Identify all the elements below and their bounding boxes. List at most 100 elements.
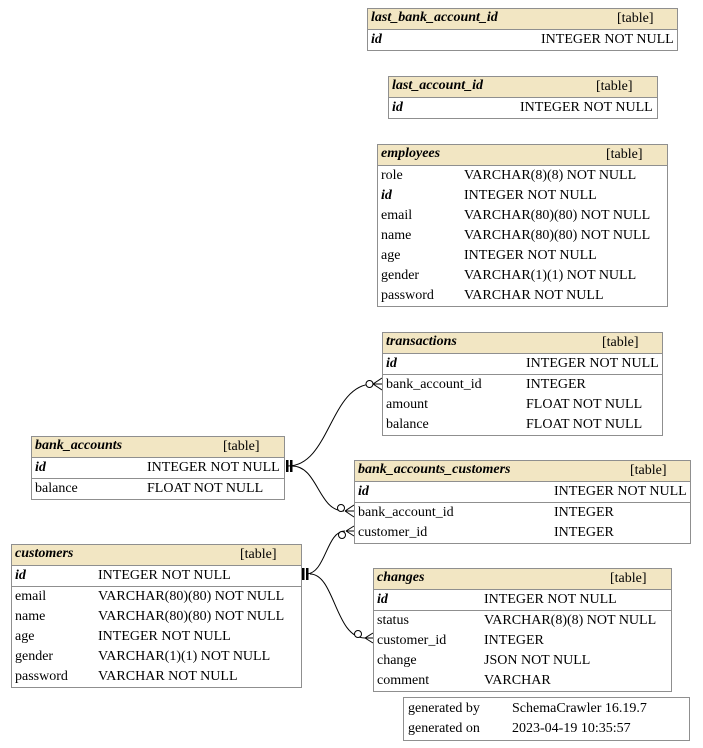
table-tag: [table] [223, 439, 260, 454]
column-type: INTEGER NOT NULL [541, 32, 674, 47]
column-type: FLOAT NOT NULL [147, 481, 264, 496]
column-row: change JSON NOT NULL [374, 651, 671, 671]
column-type: VARCHAR NOT NULL [98, 669, 238, 684]
column-type: VARCHAR(1)(1) NOT NULL [98, 649, 271, 664]
column-type: INTEGER NOT NULL [147, 460, 280, 475]
table-last-bank-account-id[interactable]: last_bank_account_id [table] id INTEGER … [367, 8, 678, 51]
column-name: balance [35, 481, 78, 496]
column-row: id INTEGER NOT NULL [374, 590, 671, 611]
column-row: balance FLOAT NOT NULL [383, 415, 662, 435]
table-name: customers [15, 546, 74, 561]
column-type: INTEGER NOT NULL [464, 248, 597, 263]
column-row: id INTEGER NOT NULL [389, 98, 657, 118]
column-name: change [377, 653, 417, 668]
column-name: name [381, 228, 412, 243]
table-tag: [table] [240, 547, 277, 562]
column-name: bank_account_id [386, 377, 482, 392]
column-name: password [15, 669, 68, 684]
column-row: bank_account_id INTEGER [383, 375, 662, 395]
column-type: VARCHAR(8)(8) NOT NULL [464, 168, 637, 183]
column-type: INTEGER NOT NULL [98, 629, 231, 644]
column-type: INTEGER NOT NULL [554, 484, 687, 499]
table-last-account-id[interactable]: last_account_id [table] id INTEGER NOT N… [388, 76, 658, 119]
column-name: age [15, 629, 35, 644]
table-name: transactions [386, 334, 457, 349]
column-type: FLOAT NOT NULL [526, 417, 643, 432]
column-name: age [381, 248, 401, 263]
generated-on-label: generated on [408, 721, 480, 736]
column-row: id INTEGER NOT NULL [378, 186, 667, 206]
column-row: name VARCHAR(80)(80) NOT NULL [12, 607, 301, 627]
table-header: last_bank_account_id [table] [368, 9, 677, 30]
table-header: last_account_id [table] [389, 77, 657, 98]
column-row: age INTEGER NOT NULL [378, 246, 667, 266]
table-changes[interactable]: changes [table] id INTEGER NOT NULL stat… [373, 568, 672, 692]
column-name: id [392, 100, 403, 115]
relationship-customers-bac [302, 525, 355, 580]
relationship-customers-changes [309, 573, 374, 644]
column-name: password [381, 288, 434, 303]
column-row: gender VARCHAR(1)(1) NOT NULL [12, 647, 301, 667]
column-name: email [381, 208, 413, 223]
table-tag: [table] [606, 147, 643, 162]
column-row: age INTEGER NOT NULL [12, 627, 301, 647]
column-type: INTEGER NOT NULL [526, 356, 659, 371]
table-header: bank_accounts_customers [table] [355, 461, 690, 482]
column-row: customer_id INTEGER [355, 523, 690, 543]
column-row: status VARCHAR(8)(8) NOT NULL [374, 611, 671, 631]
column-name: amount [386, 397, 428, 412]
column-row: customer_id INTEGER [374, 631, 671, 651]
column-row: id INTEGER NOT NULL [32, 458, 284, 479]
column-name: customer_id [377, 633, 447, 648]
column-name: id [35, 460, 46, 475]
column-type: VARCHAR(80)(80) NOT NULL [464, 228, 651, 243]
table-bank-accounts[interactable]: bank_accounts [table] id INTEGER NOT NUL… [31, 436, 285, 500]
generator-info: generated by SchemaCrawler 16.19.7 gener… [403, 697, 690, 741]
table-employees[interactable]: employees [table] role VARCHAR(8)(8) NOT… [377, 144, 668, 307]
column-row: gender VARCHAR(1)(1) NOT NULL [378, 266, 667, 286]
table-name: changes [377, 570, 425, 585]
column-name: customer_id [358, 525, 428, 540]
column-name: gender [15, 649, 54, 664]
column-name: bank_account_id [358, 505, 454, 520]
column-type: VARCHAR NOT NULL [464, 288, 604, 303]
column-row: balance FLOAT NOT NULL [32, 479, 284, 499]
relationship-bank-accounts-bac [291, 465, 355, 518]
column-name: email [15, 589, 47, 604]
column-row: id INTEGER NOT NULL [355, 482, 690, 503]
column-row: id INTEGER NOT NULL [383, 354, 662, 375]
relationship-bank-accounts-transactions [286, 377, 383, 472]
column-row: password VARCHAR NOT NULL [378, 286, 667, 306]
column-type: JSON NOT NULL [484, 653, 591, 668]
column-row: email VARCHAR(80)(80) NOT NULL [378, 206, 667, 226]
column-row: amount FLOAT NOT NULL [383, 395, 662, 415]
table-bank-accounts-customers[interactable]: bank_accounts_customers [table] id INTEG… [354, 460, 691, 544]
column-name: id [371, 32, 382, 47]
generated-by-label: generated by [408, 701, 480, 716]
column-type: INTEGER NOT NULL [464, 188, 597, 203]
column-type: INTEGER [554, 525, 614, 540]
column-name: role [381, 168, 403, 183]
table-name: bank_accounts_customers [358, 462, 511, 477]
table-name: bank_accounts [35, 438, 123, 453]
table-customers[interactable]: customers [table] id INTEGER NOT NULL em… [11, 544, 302, 688]
table-header: transactions [table] [383, 333, 662, 354]
column-name: id [377, 592, 388, 607]
column-name: id [381, 188, 392, 203]
column-row: name VARCHAR(80)(80) NOT NULL [378, 226, 667, 246]
column-row: id INTEGER NOT NULL [12, 566, 301, 587]
table-transactions[interactable]: transactions [table] id INTEGER NOT NULL… [382, 332, 663, 436]
column-name: id [386, 356, 397, 371]
column-type: INTEGER [526, 377, 586, 392]
generated-by-value: SchemaCrawler 16.19.7 [512, 701, 647, 716]
generated-on-value: 2023-04-19 10:35:57 [512, 721, 631, 736]
column-type: VARCHAR(1)(1) NOT NULL [464, 268, 637, 283]
table-tag: [table] [602, 335, 639, 350]
column-type: VARCHAR(80)(80) NOT NULL [464, 208, 651, 223]
column-row: id INTEGER NOT NULL [368, 30, 677, 50]
column-name: status [377, 613, 409, 628]
column-type: VARCHAR [484, 673, 551, 688]
column-row: comment VARCHAR [374, 671, 671, 691]
column-type: INTEGER NOT NULL [520, 100, 653, 115]
column-type: INTEGER NOT NULL [484, 592, 617, 607]
